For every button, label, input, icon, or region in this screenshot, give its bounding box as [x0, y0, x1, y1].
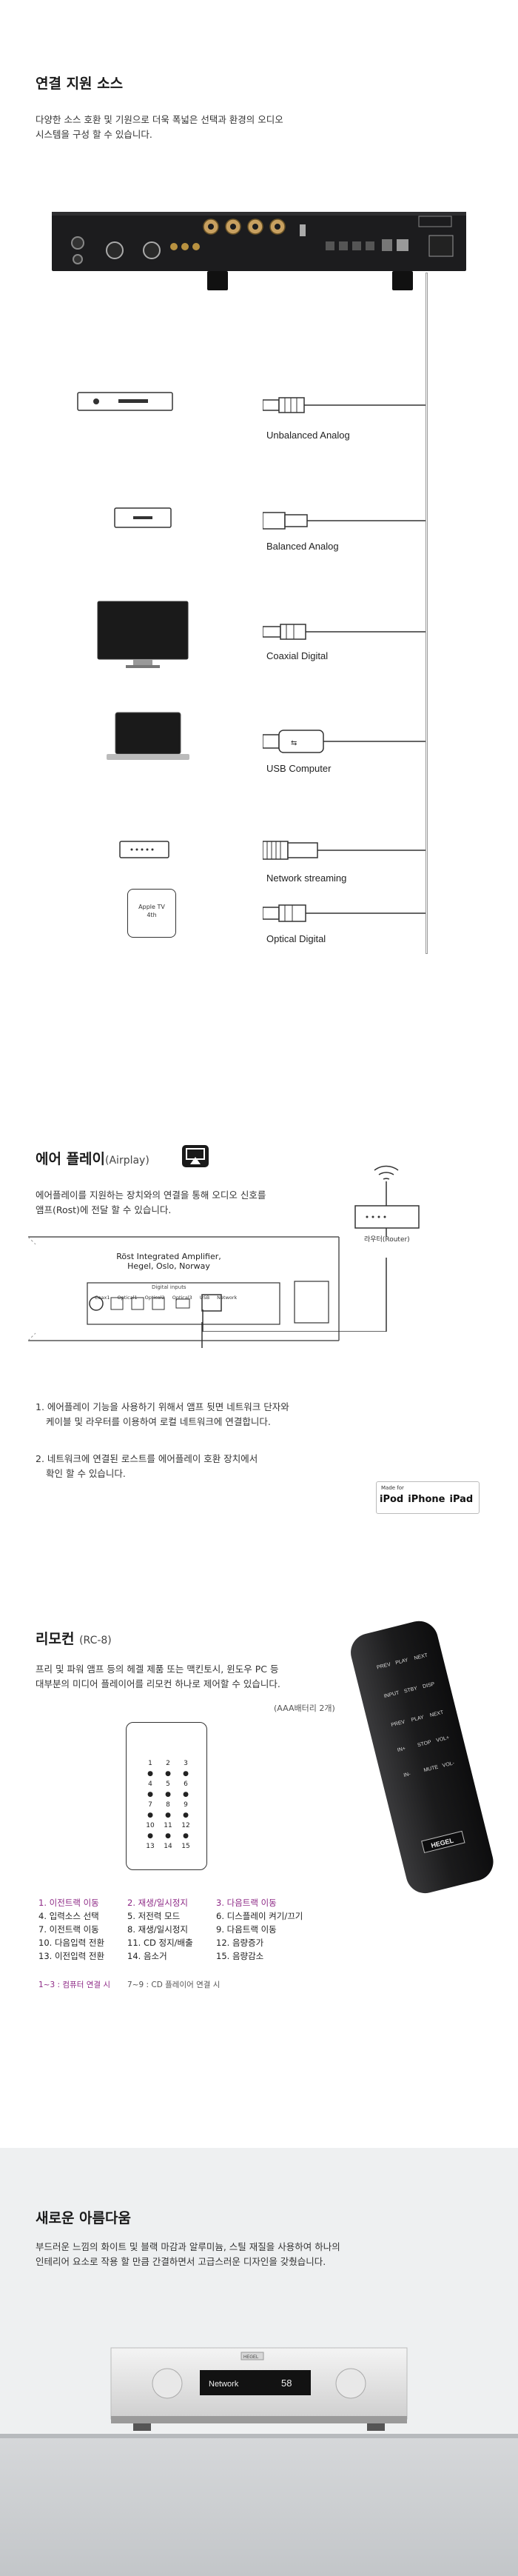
coax-cable-icon	[263, 624, 426, 640]
connector-label-usb: USB Computer	[266, 763, 332, 774]
connection-line	[426, 273, 428, 954]
amp-rear-illustration	[28, 1236, 340, 1348]
svg-text:⇆: ⇆	[291, 739, 297, 747]
apple-tv-device: Apple TV 4th	[127, 889, 176, 938]
airplay-note-1: 1. 에어플레이 기능을 사용하기 위해서 앰프 뒷면 네트워크 단자와 케이블…	[36, 1401, 289, 1427]
router-device	[119, 841, 169, 858]
amp-name: Röst Integrated Amplifier, Hegel, Oslo, …	[116, 1252, 221, 1271]
tv-device	[97, 601, 189, 668]
svg-text:VOL-: VOL-	[442, 1761, 455, 1769]
airplay-title: 에어 플레이(Airplay)	[36, 1151, 149, 1167]
svg-text:PREV: PREV	[377, 1662, 392, 1670]
connector-label-balanced: Balanced Analog	[266, 541, 339, 552]
balanced-device	[114, 507, 172, 528]
laptop-device	[107, 712, 189, 760]
iphone-label: iPhone	[408, 1494, 445, 1505]
svg-text:STOP: STOP	[417, 1740, 432, 1748]
sources-description: 다양한 소스 호환 및 기원으로 더욱 폭넓은 선택과 환경의 오디오 시스템을…	[36, 114, 283, 140]
ipad-label: iPad	[449, 1494, 474, 1505]
amplifier-front-image: Network 58 HEGEL	[110, 2347, 408, 2431]
airplay-icon	[182, 1145, 209, 1167]
remote-note-a: 1~3 : 컴퓨터 연결 시	[38, 1981, 111, 1989]
svg-text:DISP: DISP	[423, 1681, 436, 1689]
svg-text:IN-: IN-	[403, 1772, 411, 1778]
remote-note-b: 7~9 : CD 플레이어 연결 시	[127, 1981, 221, 1989]
front-brand: HEGEL	[243, 2355, 259, 2360]
router-illustration	[354, 1165, 420, 1237]
apple-tv-label: Apple TV	[138, 904, 165, 910]
display-volume: 58	[281, 2378, 292, 2389]
svg-text:PREV: PREV	[391, 1720, 406, 1728]
shelf-edge	[0, 2434, 518, 2438]
made-for-badge: Made for iPod iPhone iPad	[376, 1481, 480, 1514]
usb-cable-icon: ⇆	[263, 730, 426, 753]
svg-text:PLAY: PLAY	[395, 1658, 409, 1666]
xlr-cable-icon	[263, 512, 426, 530]
airplay-description: 에어플레이를 지원하는 장치와의 연결을 통해 오디오 신호를 앰프(Rost)…	[36, 1189, 266, 1215]
shelf	[0, 2434, 518, 2576]
remote-description: 프리 및 파워 앰프 등의 헤겔 제품 또는 맥킨토시, 윈도우 PC 등 대부…	[36, 1664, 280, 1689]
ethernet-cable-icon	[263, 841, 426, 860]
connector-label-network: Network streaming	[266, 872, 347, 884]
connector-label-unbalanced: Unbalanced Analog	[266, 430, 350, 441]
rca-cable-icon	[263, 397, 426, 413]
ipod-label: iPod	[380, 1494, 404, 1505]
svg-text:STBY: STBY	[403, 1686, 418, 1694]
beauty-title: 새로운 아름다움	[36, 2210, 131, 2226]
display-source: Network	[209, 2380, 239, 2389]
router-label: 라우터(Router)	[364, 1236, 410, 1244]
apple-tv-sublabel: 4th	[147, 912, 157, 918]
connector-label-coaxial: Coaxial Digital	[266, 650, 329, 661]
svg-text:IN+: IN+	[397, 1746, 406, 1753]
connector-label-optical: Optical Digital	[266, 933, 326, 944]
svg-text:NEXT: NEXT	[414, 1652, 429, 1661]
svg-text:PLAY: PLAY	[411, 1715, 425, 1723]
beauty-description: 부드러운 느낌의 화이트 및 블랙 마감과 알루미늄, 스틸 재질을 사용하여 …	[36, 2241, 340, 2267]
cd-player-device	[77, 392, 173, 411]
svg-text:MUTE: MUTE	[423, 1765, 439, 1774]
digital-inputs-label: Digital inputs	[152, 1284, 186, 1290]
remote-title: 리모컨 (RC-8)	[36, 1631, 112, 1647]
sources-title: 연결 지원 소스	[36, 76, 124, 92]
svg-text:VOL+: VOL+	[436, 1735, 450, 1744]
battery-note: (AAA배터리 2개)	[274, 1704, 335, 1713]
amplifier-back-panel	[52, 212, 466, 290]
network-cable-line	[202, 1258, 387, 1332]
svg-text:NEXT: NEXT	[429, 1710, 445, 1718]
optical-cable-icon	[263, 904, 426, 922]
airplay-note-2: 2. 네트워크에 연결된 로스트를 에어플레이 호환 장치에서 확인 할 수 있…	[36, 1453, 258, 1479]
